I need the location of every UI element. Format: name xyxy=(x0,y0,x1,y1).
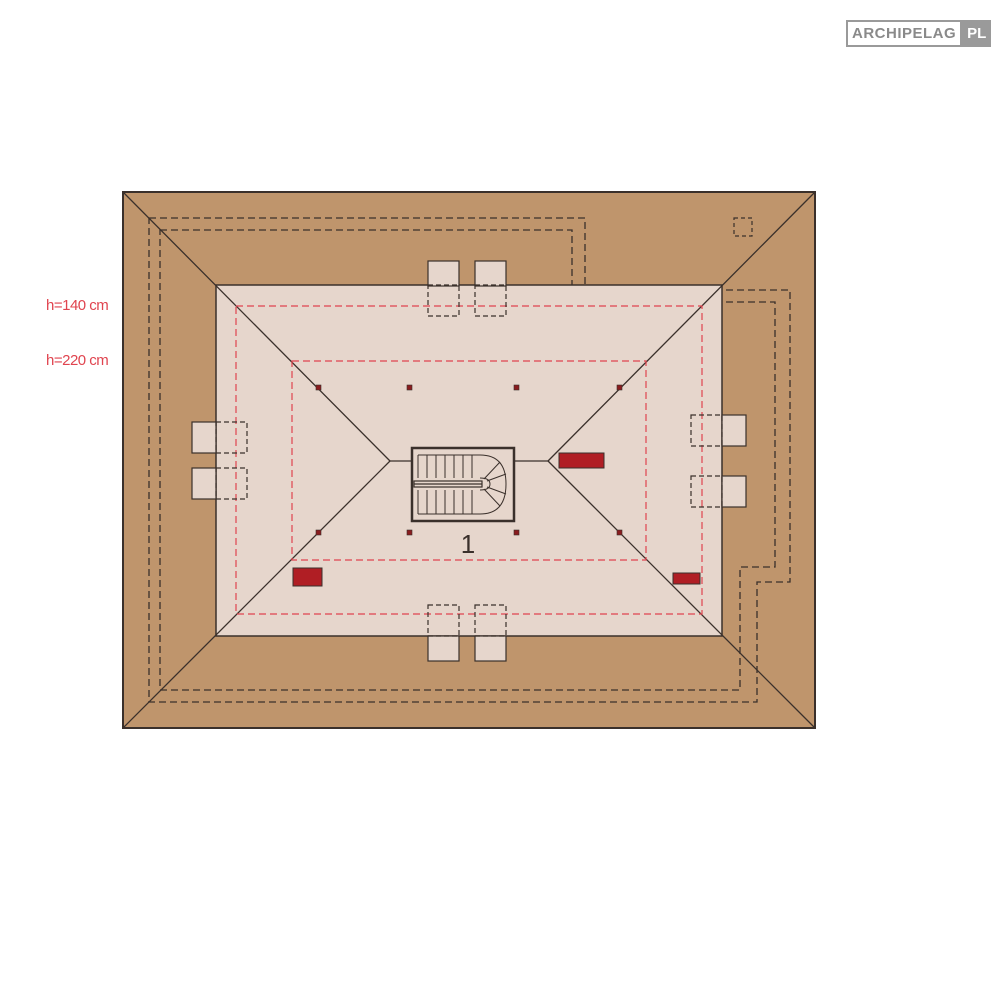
chimney-bottom-left xyxy=(292,567,323,587)
room-number: 1 xyxy=(461,529,475,559)
dormer-right-top xyxy=(690,414,747,447)
height-label-220: h=220 cm xyxy=(46,352,109,369)
dormer-bottom-left xyxy=(427,604,460,662)
height-line-140 xyxy=(235,305,703,615)
logo-suffix: PL xyxy=(962,20,992,47)
dormer-bottom-right xyxy=(474,604,507,662)
staircase xyxy=(410,446,516,523)
dormer-top-right xyxy=(474,260,507,317)
posts xyxy=(315,384,623,536)
ground-floor-dashed-outline xyxy=(148,217,791,703)
chimney-right xyxy=(558,452,605,469)
height-label-140: h=140 cm xyxy=(46,297,109,314)
hip-lines xyxy=(122,191,816,729)
dormer-right-bottom xyxy=(690,475,747,508)
chimney-bottom-right xyxy=(672,572,701,585)
dormer-left-bottom xyxy=(191,467,248,500)
archipelag-logo: ARCHIPELAG PL xyxy=(846,20,992,47)
vent-dashed-square xyxy=(733,217,753,237)
ground-floor-dashed-inner xyxy=(159,229,776,691)
height-line-220 xyxy=(291,360,647,561)
dormer-left-top xyxy=(191,421,248,454)
dormer-top-left xyxy=(427,260,460,317)
logo-text: ARCHIPELAG xyxy=(846,20,963,47)
